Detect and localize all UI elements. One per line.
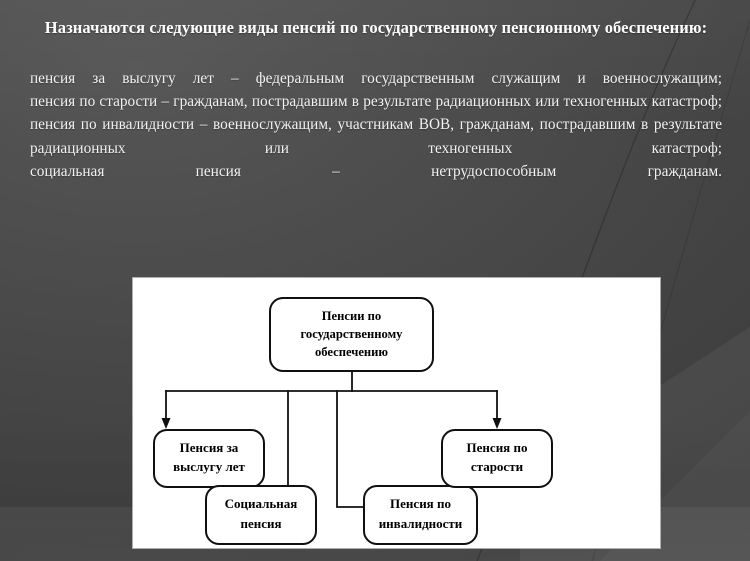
node-socialnaya-label-line2: пенсия xyxy=(240,516,281,531)
connector-drop-invalidnost xyxy=(336,390,365,508)
node-root-label-line1: Пенсии по xyxy=(322,309,381,323)
list-item: пенсия по старости – гражданам, пострада… xyxy=(30,93,722,111)
diagram-node-vysluga[interactable]: Пенсия за выслугу лет xyxy=(153,429,265,488)
slide-content: Назначаются следующие виды пенсий по гос… xyxy=(0,0,750,183)
node-invalidnost-box xyxy=(363,485,478,545)
arrow-head-starost xyxy=(492,418,502,429)
diagram-node-invalidnost[interactable]: Пенсия по инвалидности xyxy=(363,485,478,545)
list-item: социальная пенсия – нетрудоспособным гра… xyxy=(30,162,722,180)
node-invalidnost-label-line2: инвалидности xyxy=(379,516,463,531)
node-socialnaya-label-line1: Социальная xyxy=(225,496,298,511)
node-starost-box xyxy=(441,429,553,488)
node-root-label-line3: обеспечению xyxy=(315,345,388,359)
node-starost-label-line2: старости xyxy=(471,459,524,474)
node-root-box xyxy=(269,297,434,372)
diagram-panel: Пенсии по государственному обеспечению П… xyxy=(133,278,660,548)
arrow-head-vysluga xyxy=(161,418,171,429)
diagram-node-root[interactable]: Пенсии по государственному обеспечению xyxy=(269,297,434,372)
node-vysluga-box xyxy=(153,429,265,488)
node-vysluga-label-line2: выслугу лет xyxy=(173,459,245,474)
diagram-node-socialnaya[interactable]: Социальная пенсия xyxy=(205,485,317,545)
pension-types-list: пенсия за выслугу лет – федеральным госу… xyxy=(0,40,750,183)
node-socialnaya-box xyxy=(205,485,317,545)
page-title: Назначаются следующие виды пенсий по гос… xyxy=(44,18,708,37)
node-root-label-line2: государственному xyxy=(301,327,404,341)
list-item: пенсия за выслугу лет – федеральным госу… xyxy=(30,69,722,87)
pension-flowchart: Пенсии по государственному обеспечению П… xyxy=(153,297,553,545)
list-item: пенсия по инвалидности – военнослужащим,… xyxy=(30,116,722,157)
node-vysluga-label-line1: Пенсия за xyxy=(180,440,239,455)
node-starost-label-line1: Пенсия по xyxy=(467,440,528,455)
diagram-node-starost[interactable]: Пенсия по старости xyxy=(441,429,553,488)
node-invalidnost-label-line1: Пенсия по xyxy=(390,496,451,511)
